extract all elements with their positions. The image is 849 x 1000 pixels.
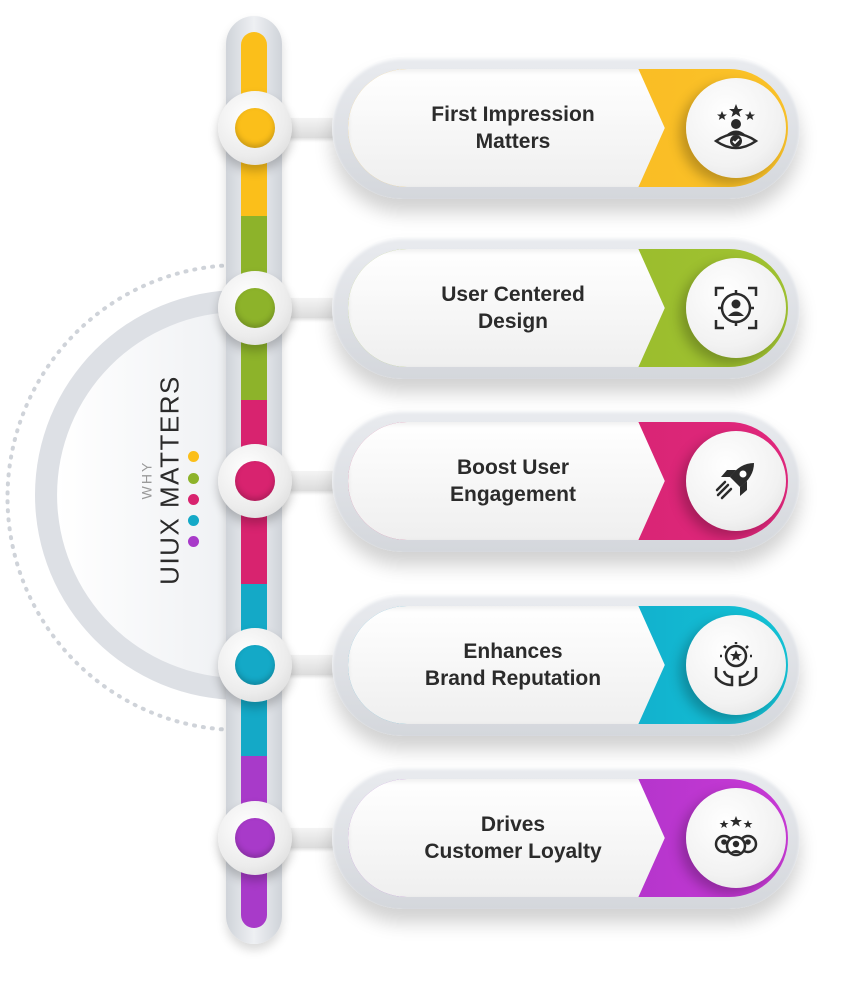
node-4 xyxy=(218,628,292,702)
node-4-dot xyxy=(235,645,275,685)
node-1-dot xyxy=(235,108,275,148)
step-card-4-band: Enhances Brand Reputation xyxy=(348,606,788,724)
step-card-4: Enhances Brand Reputation xyxy=(332,594,800,736)
step-card-3: Boost User Engagement xyxy=(332,410,800,552)
legend-dot-3 xyxy=(188,494,199,505)
step-label-3: Boost User Engagement xyxy=(449,456,577,506)
node-3 xyxy=(218,444,292,518)
customer-group-stars-icon xyxy=(686,788,786,888)
step-card-1: First Impression Matters xyxy=(332,57,800,199)
node-1 xyxy=(218,91,292,165)
legend-dot-4 xyxy=(188,515,199,526)
node-2-dot xyxy=(235,288,275,328)
node-2 xyxy=(218,271,292,345)
title-prefix: WHY xyxy=(138,460,155,500)
step-label-1: First Impression Matters xyxy=(431,103,595,153)
rocket-icon xyxy=(686,431,786,531)
step-card-3-band: Boost User Engagement xyxy=(348,422,788,540)
node-3-dot xyxy=(235,461,275,501)
step-card-1-band: First Impression Matters xyxy=(348,69,788,187)
step-label-4: Enhances Brand Reputation xyxy=(424,640,602,690)
legend-dot-2 xyxy=(188,473,199,484)
node-5-dot xyxy=(235,818,275,858)
legend-dot-5 xyxy=(188,536,199,547)
legend-dot-1 xyxy=(188,451,199,462)
step-card-5-band: Drives Customer Loyalty xyxy=(348,779,788,897)
title-main: UIUX MATTERS xyxy=(154,375,185,585)
step-card-5: Drives Customer Loyalty xyxy=(332,767,800,909)
award-hands-icon xyxy=(686,615,786,715)
node-5 xyxy=(218,801,292,875)
step-label-2: User Centered Design xyxy=(441,283,585,333)
half-disc xyxy=(57,312,241,678)
user-rating-stars-icon xyxy=(686,78,786,178)
step-card-2-band: User Centered Design xyxy=(348,249,788,367)
user-focus-gear-icon xyxy=(686,258,786,358)
step-card-2: User Centered Design xyxy=(332,237,800,379)
step-label-5: Drives Customer Loyalty xyxy=(424,813,602,863)
